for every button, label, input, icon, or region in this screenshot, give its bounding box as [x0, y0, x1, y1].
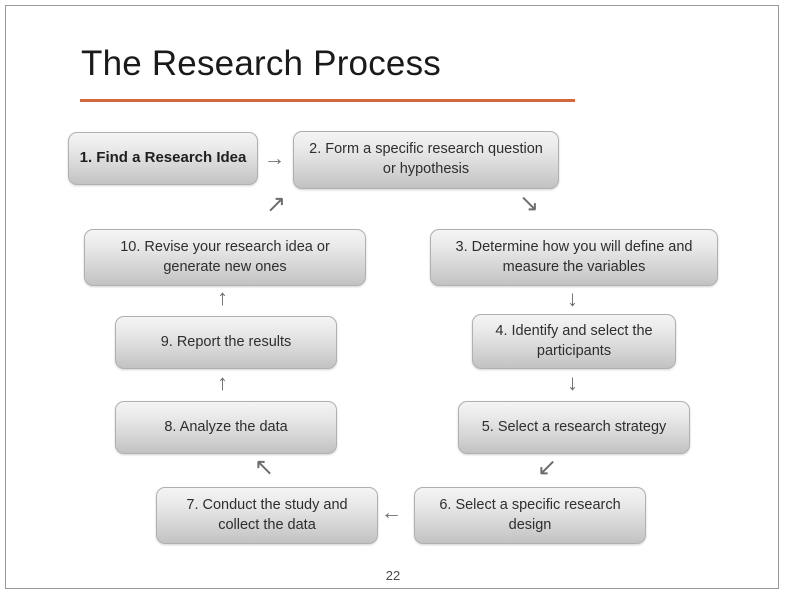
arrow-right-icon-1-to-2: → [264, 147, 285, 170]
flow-node-7[interactable]: 7. Conduct the study and collect the dat… [156, 487, 378, 544]
page-title: The Research Process [81, 44, 441, 83]
arrow-down-icon-4-to-5: ↓ [567, 370, 578, 395]
arrow-up-icon-9-to-10: ↑ [217, 285, 228, 310]
arrow-down-left-icon-5-to-6: ↙ [537, 454, 558, 481]
flow-node-5[interactable]: 5. Select a research strategy [458, 401, 690, 454]
arrow-up-right-icon-10-to-1: ↗ [266, 191, 287, 218]
page-number: 22 [385, 568, 401, 583]
title-divider [80, 99, 575, 102]
arrow-left-icon-6-to-7: ← [381, 501, 402, 524]
slide-canvas: The Research Process 1. Find a Research … [5, 5, 779, 589]
flow-node-4[interactable]: 4. Identify and select the participants [472, 314, 676, 369]
arrow-down-icon-3-to-4: ↓ [567, 286, 578, 311]
flow-node-1[interactable]: 1. Find a Research Idea [68, 132, 258, 185]
arrow-down-right-icon-2-to-3: ↘ [519, 190, 540, 217]
flow-node-9[interactable]: 9. Report the results [115, 316, 337, 369]
flow-node-10[interactable]: 10. Revise your research idea or generat… [84, 229, 366, 286]
flow-node-6[interactable]: 6. Select a specific research design [414, 487, 646, 544]
arrow-up-icon-8-to-9: ↑ [217, 370, 228, 395]
flow-node-3[interactable]: 3. Determine how you will define and mea… [430, 229, 718, 286]
flow-node-8[interactable]: 8. Analyze the data [115, 401, 337, 454]
arrow-up-left-icon-7-to-8: ↖ [254, 454, 275, 481]
flow-node-2[interactable]: 2. Form a specific research question or … [293, 131, 559, 189]
